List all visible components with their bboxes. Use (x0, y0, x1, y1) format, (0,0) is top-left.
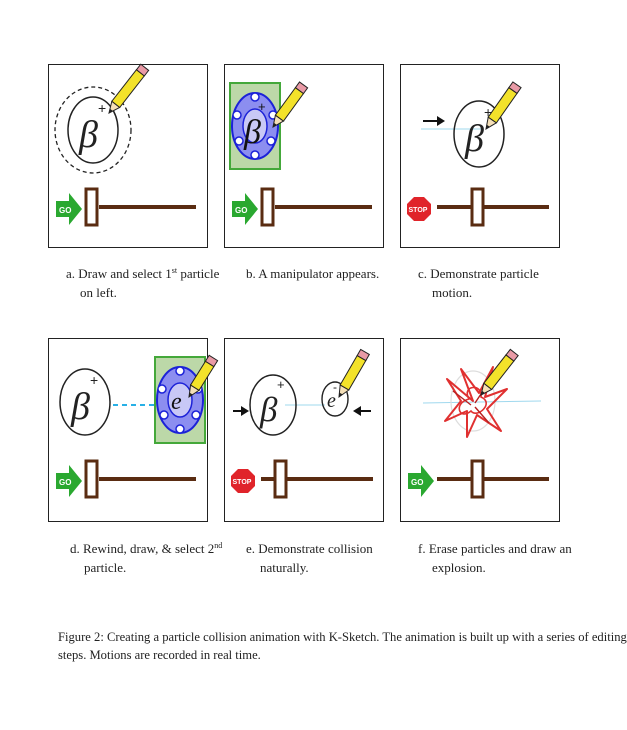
go-button[interactable]: GO (56, 465, 82, 497)
right-arrow-icon (233, 406, 249, 416)
motion-trail (422, 400, 542, 404)
right-arrow-icon (423, 116, 445, 126)
panel-f: GO (400, 338, 560, 522)
slider-handle[interactable] (260, 187, 275, 227)
stop-button[interactable]: STOP (407, 197, 431, 221)
go-button[interactable]: GO (408, 465, 434, 497)
beta-glyph: β (464, 118, 484, 160)
pencil-icon (485, 81, 522, 130)
caption-e: e. Demonstrate collision naturally. (246, 541, 373, 575)
negative-charge-glyph: - (333, 380, 337, 394)
pencil-icon (338, 348, 371, 399)
charge-glyph: + (277, 377, 285, 392)
timeline-slider[interactable] (260, 187, 372, 227)
timeline-slider[interactable] (84, 459, 196, 499)
panel-b: β + GO (224, 64, 384, 248)
go-label: GO (411, 478, 423, 487)
go-label: GO (59, 206, 71, 215)
charge-glyph: + (98, 100, 106, 116)
caption-c: c. Demonstrate particle motion. (418, 266, 539, 300)
beta-glyph: β (243, 114, 261, 151)
pencil-icon (480, 348, 519, 396)
go-button[interactable]: GO (232, 193, 258, 225)
stop-label: STOP (409, 207, 428, 214)
slider-handle[interactable] (470, 459, 485, 499)
panel-e: β + e - STOP (224, 338, 384, 522)
slider-handle[interactable] (470, 187, 485, 227)
figure-caption: Figure 2: Creating a particle collision … (58, 628, 627, 664)
caption-d: d. Rewind, draw, & select 2nd particle. (70, 541, 223, 575)
beta-glyph: β (259, 390, 278, 429)
pencil-icon (272, 81, 309, 128)
stop-label: STOP (233, 479, 252, 486)
panel-a: β + GO (48, 63, 208, 248)
pencil-icon (108, 63, 150, 114)
beta-particle: β + (243, 99, 266, 151)
figure-caption-line-1: Figure 2: Creating a particle collision … (58, 630, 627, 644)
beta-particle: β + (453, 100, 505, 168)
electron-glyph: e (327, 390, 336, 412)
electron-particle: e (171, 389, 182, 415)
go-label: GO (59, 478, 71, 487)
timeline-slider[interactable] (437, 187, 549, 227)
charge-glyph: + (258, 99, 266, 114)
pencil-icon (188, 354, 219, 399)
dashed-selection-outline (54, 86, 132, 174)
charge-glyph: + (484, 104, 492, 120)
beta-particle: β + (249, 374, 297, 436)
caption-f: f. Erase particles and draw an explosion… (418, 541, 572, 575)
electron-particle: e - (321, 380, 349, 417)
caption-b: b. A manipulator appears. (246, 266, 380, 281)
beta-particle: β + (67, 96, 119, 164)
caption-a: a. Draw and select 1st particle on left. (66, 266, 220, 300)
slider-handle[interactable] (84, 459, 99, 499)
electron-glyph: e (171, 389, 182, 415)
figure-caption-line-2: steps. Motions are recorded in real time… (58, 648, 261, 662)
timeline-slider[interactable] (84, 187, 196, 227)
left-arrow-icon (353, 406, 371, 416)
panel-d: β + e GO (48, 338, 219, 522)
panel-c: β + STOP (400, 64, 560, 248)
charge-glyph: + (90, 372, 98, 388)
manipulator-widget[interactable] (231, 92, 279, 160)
beta-particle: β + (59, 368, 111, 436)
timeline-slider[interactable] (437, 459, 549, 499)
timeline-slider[interactable] (261, 459, 373, 499)
slider-handle[interactable] (273, 459, 288, 499)
go-label: GO (235, 206, 247, 215)
beta-glyph: β (70, 386, 90, 428)
stop-button[interactable]: STOP (231, 469, 255, 493)
go-button[interactable]: GO (56, 193, 82, 225)
slider-handle[interactable] (84, 187, 99, 227)
beta-glyph: β (78, 114, 98, 156)
